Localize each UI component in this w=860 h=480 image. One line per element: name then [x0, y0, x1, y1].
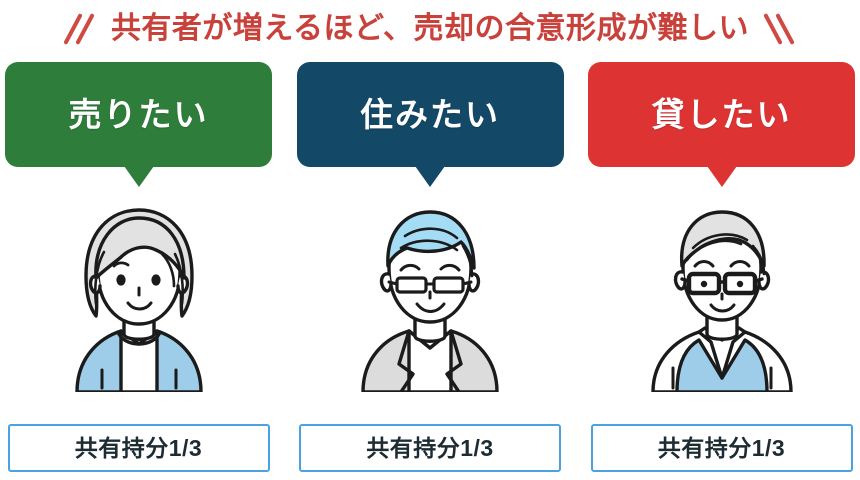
speech-bubble-1: 売りたい [5, 62, 272, 187]
share-box-3: 共有持分1/3 [590, 424, 853, 472]
double-slash-right-icon [763, 12, 797, 46]
share-box-2: 共有持分1/3 [299, 424, 561, 472]
avatar-man-blue-hair [335, 192, 525, 392]
speech-bubble-tail-2 [415, 166, 445, 187]
speech-bubble-tail-1 [123, 166, 154, 187]
person-column-3: 貸したい [588, 62, 855, 480]
speech-bubble-2: 住みたい [296, 62, 564, 187]
person-column-2: 住みたい [296, 62, 564, 480]
person-columns: 売りたい [0, 62, 860, 480]
speech-bubble-label-1: 売りたい [68, 96, 209, 133]
double-slash-left-icon [63, 12, 97, 46]
share-label-2: 共有持分1/3 [366, 434, 494, 461]
avatar-elderly-woman [44, 192, 234, 392]
page-title-text: 共有者が増えるほど、売却の合意形成が難しい [110, 12, 750, 45]
person-column-1: 売りたい [5, 62, 272, 480]
avatar-older-man-vest [627, 192, 817, 392]
speech-bubble-body-3: 貸したい [588, 62, 855, 167]
speech-bubble-tail-3 [706, 166, 737, 187]
share-box-1: 共有持分1/3 [7, 424, 270, 472]
speech-bubble-body-2: 住みたい [296, 62, 564, 167]
speech-bubble-label-2: 住みたい [360, 96, 500, 133]
share-label-1: 共有持分1/3 [74, 434, 203, 461]
speech-bubble-body-1: 売りたい [5, 62, 272, 167]
share-label-3: 共有持分1/3 [657, 434, 786, 461]
speech-bubble-label-3: 貸したい [651, 96, 792, 133]
speech-bubble-3: 貸したい [588, 62, 855, 187]
page-title: 共有者が増えるほど、売却の合意形成が難しい [0, 0, 860, 58]
